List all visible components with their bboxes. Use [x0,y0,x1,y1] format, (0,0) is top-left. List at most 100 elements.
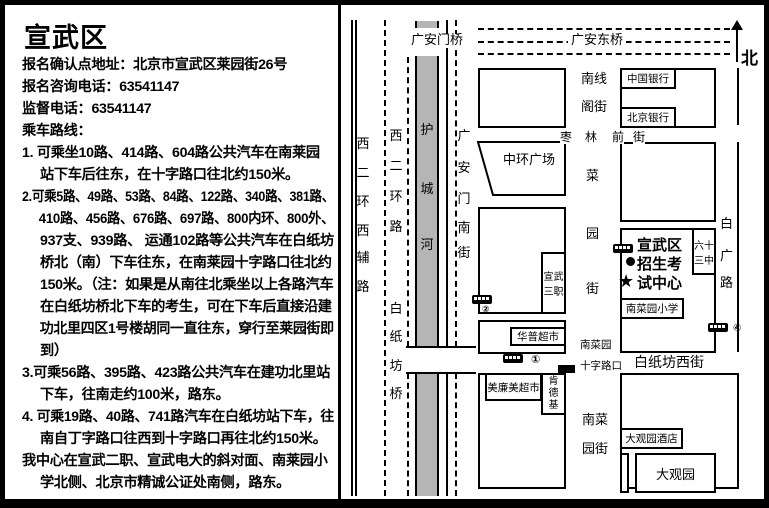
road-char: 纸 [389,330,403,345]
road-dashed-line [384,20,386,496]
road-char: 二 [389,159,403,174]
road-char: 城 [420,182,434,197]
address-line: 报名确认点地址：北京市宣武区莱园街26号 [22,57,288,73]
panel-divider [338,5,341,499]
bus-stop-2: ② [482,305,490,315]
road-label-zaolin: 枣 [560,130,573,144]
place-label: 三中 [694,255,714,267]
road-line [355,20,357,496]
road-label-baizhifang-xijie: 白纸坊西街 [634,355,704,371]
place-label: 宣武 [543,272,564,283]
road-char: 河 [420,238,434,253]
route-line: 1. 可乘坐10路、414路、604路公共汽车在南莱园 [22,145,320,161]
road-char: 门 [457,192,471,207]
road-char: 环 [356,195,370,210]
route-line: 南自丁字路口往西到十字路口再往北约150米。 [40,431,327,447]
road-dashed-line [455,20,457,347]
moat [415,56,439,347]
route-line: 桥北（南）下车往东，在南莱园十字路口往北约 [40,255,332,271]
road-char: 南 [457,221,471,236]
road-char: 西 [389,129,403,144]
road-label-caiyuan: 菜 [586,169,600,184]
north-arrow-icon [736,26,738,62]
place-label: 宣武区 [637,236,683,254]
road-dashed-line [455,373,457,496]
route-line: 2.可乘5路、49路、53路、84路、122路、340路、381路、 [22,189,334,205]
north-label: 北 [741,49,758,69]
route-line: 937支、939路、 运通102路等公共汽车在白纸坊 [39,233,334,249]
page-title: 宣武区 [24,23,108,54]
road-label-nancaiyuan: 南菜园 [580,338,612,352]
road-char: 辅 [356,251,370,266]
bus-icon [472,295,492,304]
bus-icon [708,323,728,332]
road-dashed-line [407,373,409,496]
road-label-crossroad: 十字路口 [580,359,622,373]
road-char: 护 [420,123,434,138]
road-label-caiyuan: 园 [586,227,600,242]
road-dashed-line [407,57,409,347]
route-line: 4. 可乘19路、40路、741路汽车在白纸坊站下车，往 [22,409,334,425]
place-kfc: 肯 德 基 [541,373,566,415]
city-block [620,453,629,493]
place-label: 基 [548,400,559,411]
road-char: 环 [389,190,403,205]
route-line: 150米。（注：如果是从南往北乘坐以上各路汽车 [40,277,334,293]
road-label-caiyuan: 街 [586,282,600,297]
bus-icon [503,354,523,363]
road-label-huchenghe: 护 城 河 [419,124,435,253]
road-char: 坊 [389,359,403,374]
moat [415,373,439,496]
exam-center-label: 宣武区 招生考 试中心 [637,236,682,293]
route-line: 站下车后往东，在十字路口往北约150米。 [40,167,299,183]
route-line: 3.可乘56路、395路、423路公共汽车在建功北里站 [22,365,331,381]
road-dashed-line [478,53,730,55]
road-label-nancaiyuan-jie: 南菜 [582,413,609,428]
road-char: 广 [457,129,471,144]
city-block [620,142,716,222]
road-dashed-line [478,28,730,30]
road-label-baizhifang-qiao: 白 纸 坊 桥 [388,303,404,402]
place-xuanwu-sanzhi: 宣武 三职 [541,252,566,314]
road-char: 路 [389,220,403,235]
place-zhonghuan-plaza [476,141,566,196]
road-label-baiguang: 广 [720,249,734,264]
city-block [478,68,566,128]
road-char: 西 [356,224,370,239]
stop-marker-icon [626,257,635,266]
place-nancaiyuan-school: 南菜园小学 [620,298,684,319]
route-line: 我中心在宣武二职、宣武电大的斜对面、南莱园小 [22,453,328,469]
place-school-63: 六十 三中 [692,228,716,275]
place-label: 六十 [694,240,714,252]
road-line [446,373,448,496]
place-bank-of-china: 中国银行 [620,68,676,89]
route-line: 学北侧、北京市精诚公证处南侧，路东。 [40,475,290,491]
star-icon: ★ [618,271,635,292]
road-label-zaolin: 街 [633,130,646,144]
road-label-xierhuan-xifulu: 西 二 环 西 辅 路 [355,138,371,295]
road-label-nanxiange: 南线 [581,72,608,87]
road-label-zaolin: 前 [612,130,625,144]
place-label: 招生考 [637,255,683,273]
bus-icon [613,244,633,253]
road-label-baiguang: 白 [720,217,734,232]
routes-heading: 乘车路线： [22,123,92,139]
place-label: 三职 [543,287,564,298]
place-label: 试中心 [637,274,683,292]
route-line: 到） [40,343,68,359]
place-huapu-supermarket: 华普超市 [510,327,566,346]
road-label-guanganmen-nanjie: 广 安 门 南 街 [456,130,472,261]
road-line [737,68,739,125]
moat [415,21,439,28]
road-line [446,20,448,347]
supervise-phone-line: 监督电话：63541147 [22,101,152,117]
road-line [351,20,353,496]
north-arrow-head-icon [731,20,743,30]
place-meilianmei: 美廉美超市 [485,373,542,401]
road-label-baiguang: 路 [720,276,734,291]
road-char: 桥 [389,387,403,402]
place-zhonghuan-label: 中环广场 [503,153,556,168]
place-daguanyuan-hotel: 大观园酒店 [620,428,683,449]
bridge-label-guangan-east: 广安东桥 [568,34,627,48]
